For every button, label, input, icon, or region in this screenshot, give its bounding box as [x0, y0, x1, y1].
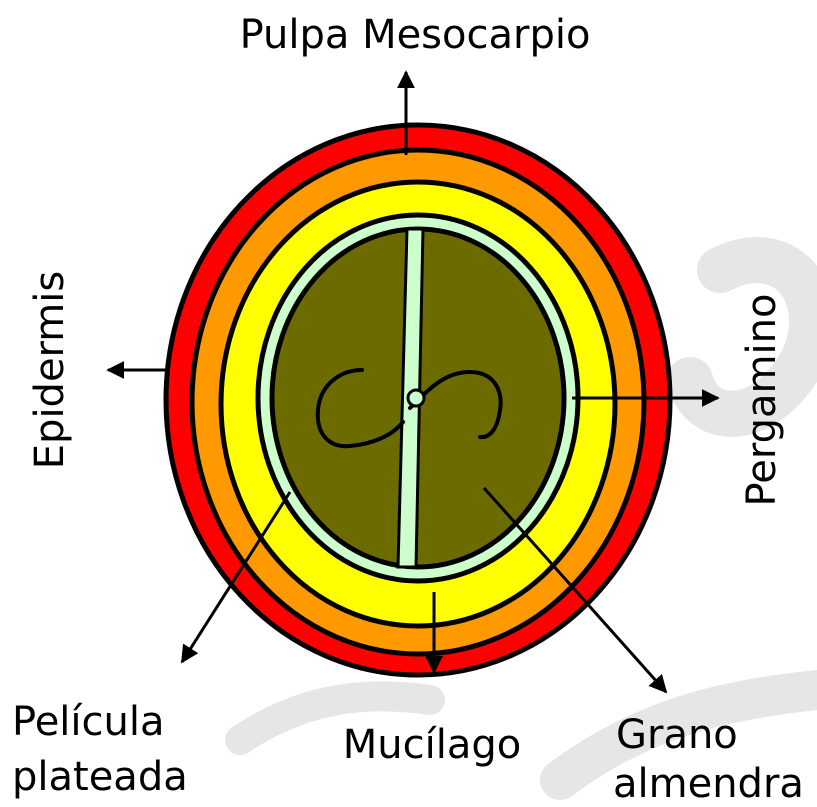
label-pelicula-line2: plateada [12, 754, 188, 800]
label-epidermis: Epidermis [27, 271, 73, 469]
label-pelicula-line1: Película [12, 699, 165, 745]
label-grano-line1: Grano [616, 712, 738, 758]
label-grano-line2: almendra [613, 761, 804, 807]
label-pergamino: Pergamino [739, 294, 785, 507]
label-mucilago: Mucílago [343, 722, 521, 768]
label-pulpa: Pulpa Mesocarpio [240, 12, 591, 58]
